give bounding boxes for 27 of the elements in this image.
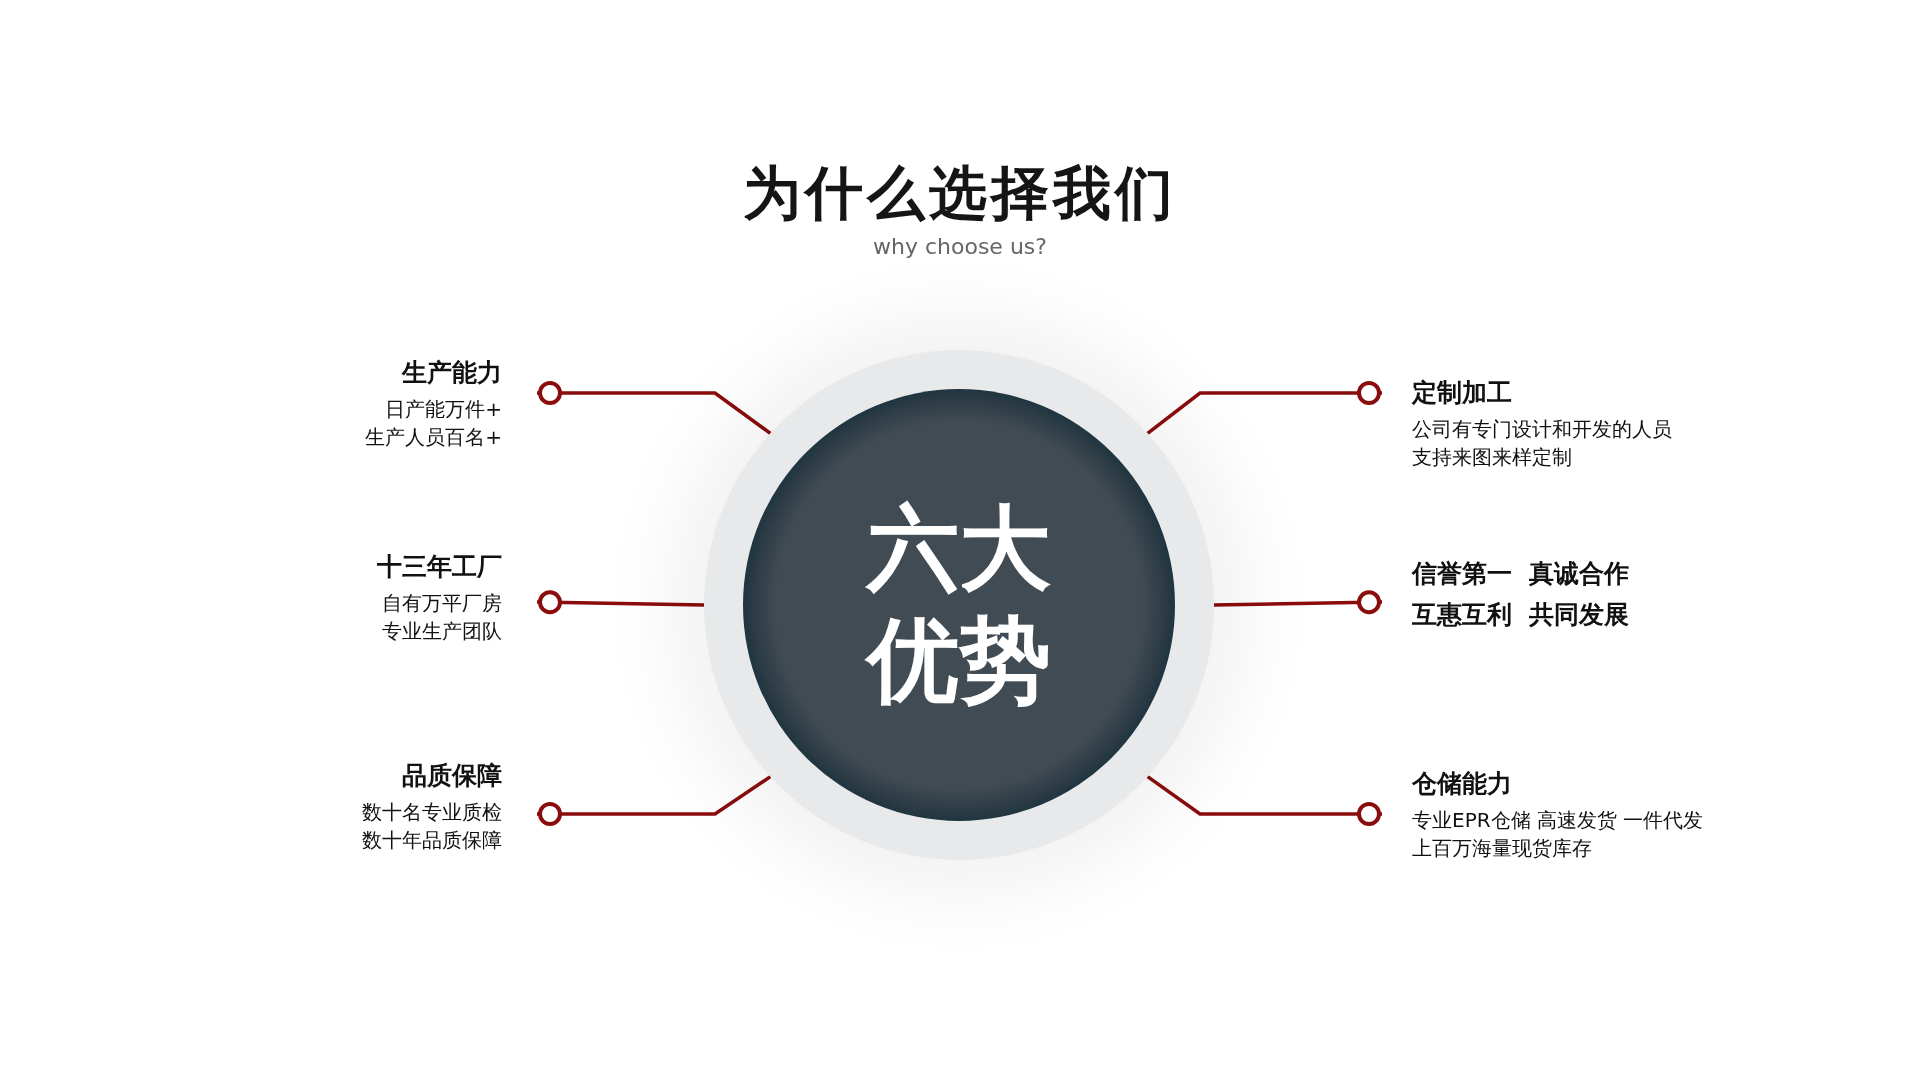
feature-heading: 十三年工厂 bbox=[376, 551, 502, 583]
connector-line bbox=[1213, 590, 1383, 615]
feature-slogan: 信誉第一 真诚合作 bbox=[1412, 558, 1631, 590]
feature-description: 专业生产团队 bbox=[381, 618, 502, 645]
feature-slogan: 互惠互利 共同发展 bbox=[1412, 599, 1631, 631]
feature-description: 专业EPR仓储 高速发货 一件代发 bbox=[1412, 807, 1705, 834]
feature-description: 公司有专门设计和开发的人员 bbox=[1412, 416, 1673, 443]
feature-heading: 生产能力 bbox=[400, 357, 502, 389]
connector-line bbox=[1146, 381, 1382, 435]
center-title: 六大 bbox=[864, 494, 1052, 604]
connector-line bbox=[537, 775, 772, 826]
feature-description: 日产能万件+ bbox=[384, 396, 502, 423]
feature-heading: 定制加工 bbox=[1412, 377, 1513, 409]
title: 为什么选择我们 bbox=[742, 158, 1178, 229]
feature-description: 数十名专业质检 bbox=[361, 799, 502, 826]
connector-line bbox=[537, 381, 772, 435]
feature-description: 自有万平厂房 bbox=[381, 590, 502, 617]
connector-line bbox=[1146, 775, 1382, 826]
feature-heading: 仓储能力 bbox=[1412, 768, 1513, 800]
feature-description: 上百万海量现货库存 bbox=[1412, 835, 1593, 862]
subtitle: why choose us? bbox=[872, 233, 1048, 261]
center-title: 优势 bbox=[704, 605, 1214, 717]
connector-line bbox=[536, 590, 705, 615]
feature-heading: 品质保障 bbox=[401, 760, 502, 792]
feature-description: 生产人员百名+ bbox=[364, 424, 502, 451]
feature-description: 支持来图来样定制 bbox=[1412, 444, 1573, 471]
feature-description: 数十年品质保障 bbox=[361, 827, 502, 854]
